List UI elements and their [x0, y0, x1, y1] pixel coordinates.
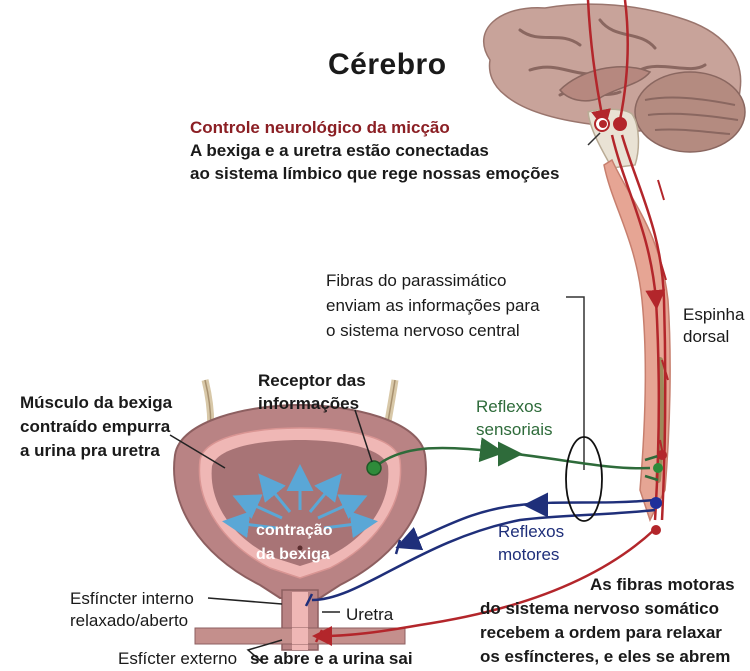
internal-sphincter-line-2: relaxado/aberto — [70, 611, 189, 630]
sensory-pathway — [373, 437, 659, 482]
bladder-label-dot — [297, 545, 303, 551]
parasympathetic-bracket — [566, 296, 585, 470]
control-heading: Controle neurológico da micção — [190, 118, 450, 137]
cerebellum — [634, 71, 746, 153]
external-sphincter-label: Esfícter externo — [118, 649, 238, 668]
receptor-line-1: Receptor das — [258, 371, 366, 390]
contraction-arrows — [222, 464, 378, 539]
somatic-pathway — [312, 529, 655, 646]
page-title: Cérebro — [328, 48, 447, 81]
parasympathetic-line-2: enviam as informações para — [326, 296, 540, 315]
parasympathetic-line-1: Fibras do parassimático — [326, 271, 507, 290]
motor-line-1: Reflexos — [498, 522, 565, 541]
neural-pathways-red — [586, 0, 669, 521]
motor-pathway — [304, 492, 656, 607]
receptor-line-2: informações — [258, 394, 360, 413]
spine-red-node-2 — [657, 450, 667, 460]
somatic-line-3: recebem a ordem para relaxar — [480, 623, 722, 642]
contraction-line-2: da bexiga — [256, 546, 330, 563]
spine-blue-node — [650, 497, 662, 509]
motor-line-2: motores — [498, 545, 560, 564]
urethra — [194, 589, 406, 651]
somatic-line-4: os esfíncteres, e eles se abrem — [480, 647, 731, 666]
spine-red-node — [651, 525, 661, 535]
muscle-line-3: a urina pra uretra — [20, 441, 160, 460]
sensory-line-1: Reflexos — [476, 397, 543, 416]
spine-green-node — [653, 463, 663, 473]
parasympathetic-line-3: o sistema nervoso central — [326, 321, 520, 340]
external-sphincter-action: se abre e a urina sai — [250, 649, 413, 668]
sensory-receptor-node — [366, 460, 382, 476]
somatic-line-1: As fibras motoras — [590, 575, 735, 594]
muscle-line-1: Músculo da bexiga — [20, 393, 173, 412]
somatic-line-2: do sistema nervoso somático — [480, 599, 720, 618]
muscle-line-2: contraído empurra — [20, 417, 171, 436]
sensory-line-2: sensoriais — [476, 420, 553, 439]
contraction-line-1: contração — [256, 522, 333, 539]
spine-label-2: dorsal — [683, 327, 730, 346]
control-line-1: A bexiga e a uretra estão conectadas — [190, 141, 489, 160]
leader-lines — [169, 409, 373, 663]
control-line-2: ao sistema límbico que rege nossas emoçõ… — [190, 164, 560, 183]
brain-nerve-nodes — [587, 116, 627, 146]
spine-label-1: Espinha — [683, 305, 745, 324]
urethra-label: Uretra — [346, 605, 394, 624]
fiber-bundle-ellipse — [565, 436, 603, 522]
internal-sphincter-line-1: Esfíncter interno — [70, 589, 194, 608]
